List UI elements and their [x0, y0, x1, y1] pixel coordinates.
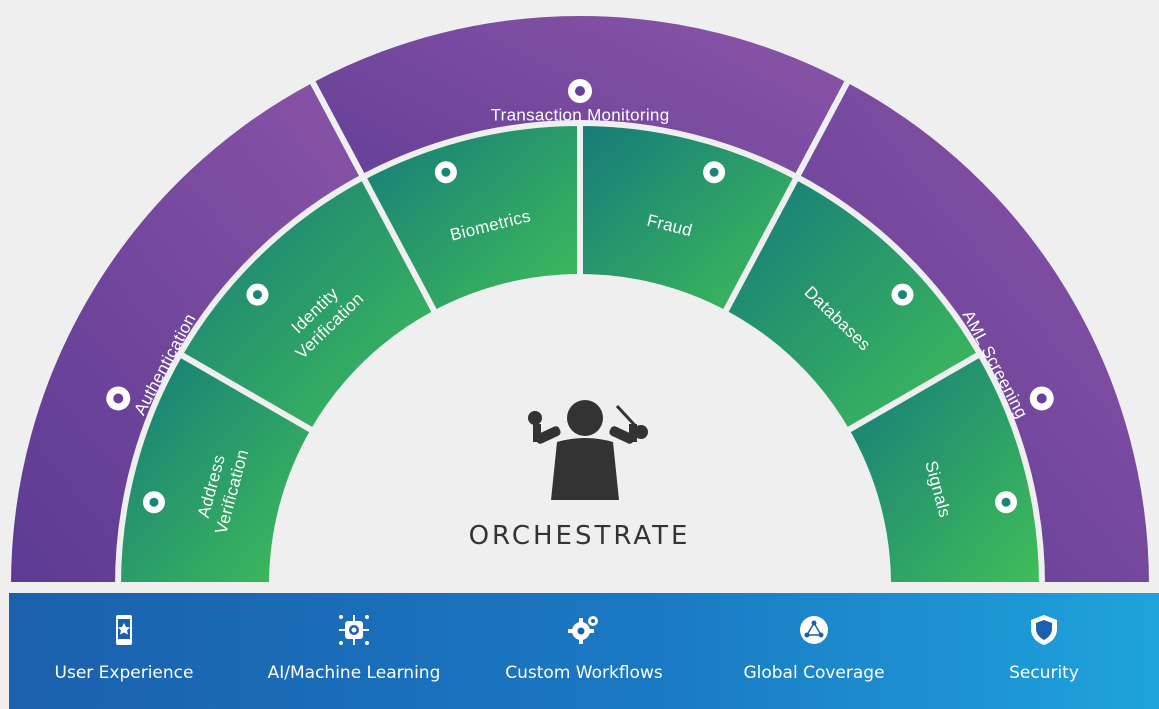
- feature-label: Custom Workflows: [505, 663, 663, 683]
- shield-icon: [1031, 615, 1057, 645]
- person-circle-icon-center: [575, 86, 585, 96]
- network-user-icon-center: [113, 393, 124, 404]
- feature-custom-workflows: Custom Workflows: [484, 593, 684, 683]
- mobile-star-icon: [116, 615, 132, 645]
- feature-security: Security: [944, 593, 1144, 683]
- ai-chip-icon: [339, 615, 369, 645]
- conductor-icon: [528, 400, 648, 500]
- face-mesh-icon-center: [441, 167, 451, 177]
- feature-label: Global Coverage: [743, 663, 885, 683]
- bell-icon-center: [1001, 497, 1011, 507]
- feature-ai-machine-learning: AI/Machine Learning: [254, 593, 454, 683]
- feature-label: Security: [1009, 663, 1079, 683]
- feature-user-experience: User Experience: [24, 593, 224, 683]
- outer-label-1: Transaction Monitoring: [491, 105, 670, 124]
- thief-icon-center: [709, 167, 719, 177]
- gears-icon: [568, 616, 598, 644]
- features-bar: User Experience AI/Machine Learning: [9, 593, 1159, 709]
- inner-ring: [114, 119, 1046, 588]
- face-check-icon-center: [252, 290, 262, 300]
- database-icon-center: [898, 290, 908, 300]
- inner-segment-signals: [842, 349, 1046, 588]
- magnifier-user-icon-center: [1036, 393, 1047, 404]
- center-title: ORCHESTRATE: [468, 521, 691, 551]
- feature-global-coverage: Global Coverage: [714, 593, 914, 683]
- id-card-check-icon-center: [149, 497, 159, 507]
- globe-network-icon: [800, 616, 828, 644]
- feature-label: AI/Machine Learning: [267, 663, 441, 683]
- outer-label-1-line: Transaction Monitoring: [491, 105, 670, 124]
- feature-label: User Experience: [54, 663, 194, 683]
